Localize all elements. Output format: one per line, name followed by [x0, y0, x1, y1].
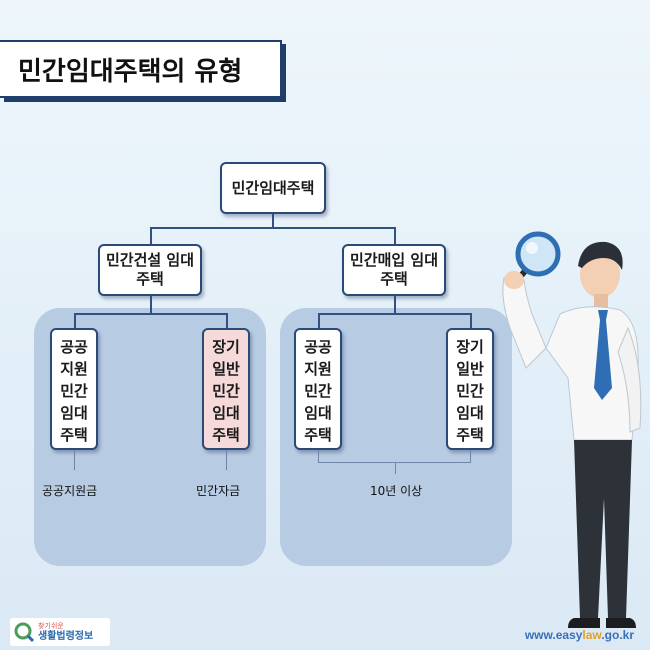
- child-public-support-right: 공공지원민간임대주택: [294, 328, 342, 450]
- note-ten-years: 10년 이상: [370, 482, 422, 499]
- connector: [150, 227, 152, 245]
- connector: [394, 296, 396, 314]
- branch-node-private-construction: 민간건설 임대주택: [98, 244, 202, 296]
- child-long-term-left: 장기일반민간임대주택: [202, 328, 250, 450]
- note-connector: [395, 462, 396, 474]
- note-connector: [470, 450, 471, 462]
- connector: [272, 214, 274, 228]
- branch-label: 민간건설 임대주택: [100, 251, 200, 289]
- note-connector: [74, 450, 75, 470]
- page-title: 민간임대주택의 유형: [0, 40, 282, 98]
- logo-title: 생활법령정보: [38, 632, 93, 642]
- root-node-label: 민간임대주택: [232, 179, 315, 198]
- note-private-funds: 민간자금: [196, 482, 240, 499]
- branch-label: 민간매입 임대주택: [344, 251, 444, 289]
- url-highlight: law: [582, 628, 601, 642]
- connector: [470, 313, 472, 329]
- connector: [394, 227, 396, 245]
- root-node: 민간임대주택: [220, 162, 326, 214]
- connector: [318, 313, 320, 329]
- url-suffix: .go.kr: [601, 628, 634, 642]
- connector: [226, 313, 228, 329]
- easylaw-logo[interactable]: 찾기쉬운 생활법령정보: [10, 618, 110, 646]
- site-url-link[interactable]: www.easylaw.go.kr: [525, 628, 634, 642]
- note-connector: [226, 450, 227, 470]
- connector: [318, 313, 472, 315]
- connector: [150, 296, 152, 314]
- url-prefix: www.easy: [525, 628, 583, 642]
- child-long-term-right: 장기일반민간임대주택: [446, 328, 494, 450]
- connector: [74, 313, 76, 329]
- connector: [150, 227, 396, 229]
- child-public-support-left: 공공지원민간임대주택: [50, 328, 98, 450]
- branch-node-private-purchase: 민간매입 임대주택: [342, 244, 446, 296]
- man-with-magnifier-illustration: [490, 218, 650, 648]
- note-connector: [318, 450, 319, 462]
- logo-mark-icon: [14, 622, 34, 642]
- connector: [74, 313, 228, 315]
- logo-subtitle: 찾기쉬운: [38, 623, 93, 630]
- note-public-funds: 공공지원금: [42, 482, 97, 499]
